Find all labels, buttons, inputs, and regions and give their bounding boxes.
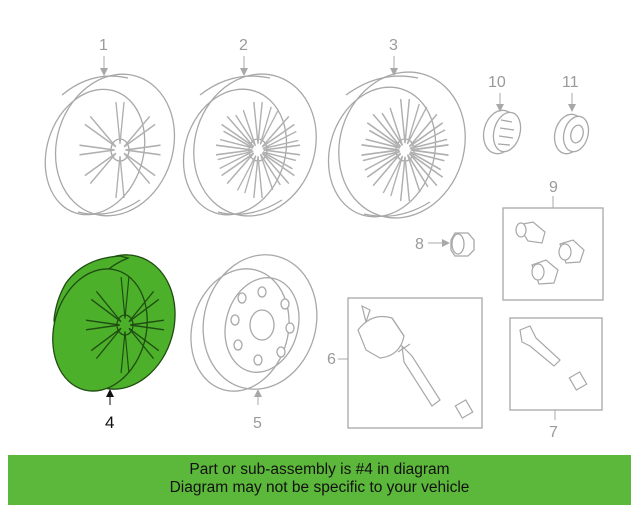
wheel-1[interactable] — [30, 59, 193, 232]
center-cap-10[interactable] — [479, 107, 525, 158]
center-cap-11[interactable] — [550, 111, 592, 157]
tpms-sensor-6[interactable] — [347, 297, 483, 429]
banner-line-1: Part or sub-assembly is #4 in diagram — [189, 461, 450, 478]
callout-11[interactable]: 11 — [562, 74, 579, 91]
callout-7[interactable]: 7 — [549, 424, 558, 441]
banner-line-2: Diagram may not be specific to your vehi… — [169, 479, 470, 496]
wheel-4[interactable] — [40, 242, 190, 401]
callout-9[interactable]: 9 — [549, 179, 558, 196]
callout-6[interactable]: 6 — [327, 351, 336, 368]
lug-nut-8[interactable] — [450, 232, 475, 257]
callout-2[interactable]: 2 — [239, 37, 248, 54]
callout-5[interactable]: 5 — [253, 415, 262, 432]
callout-3[interactable]: 3 — [389, 37, 398, 54]
wheel-2[interactable] — [168, 58, 335, 232]
lock-kit-9[interactable] — [502, 207, 604, 301]
parts-diagram: 1 2 3 10 11 — [30, 37, 604, 441]
callout-10[interactable]: 10 — [488, 74, 506, 91]
valve-stem-7[interactable] — [509, 317, 603, 411]
callout-8[interactable]: 8 — [415, 236, 424, 253]
callout-1[interactable]: 1 — [99, 37, 108, 54]
wheel-5[interactable] — [178, 242, 332, 402]
callout-4[interactable]: 4 — [105, 413, 114, 432]
wheel-3[interactable] — [312, 55, 484, 234]
info-banner: Part or sub-assembly is #4 in diagram Di… — [8, 455, 631, 505]
